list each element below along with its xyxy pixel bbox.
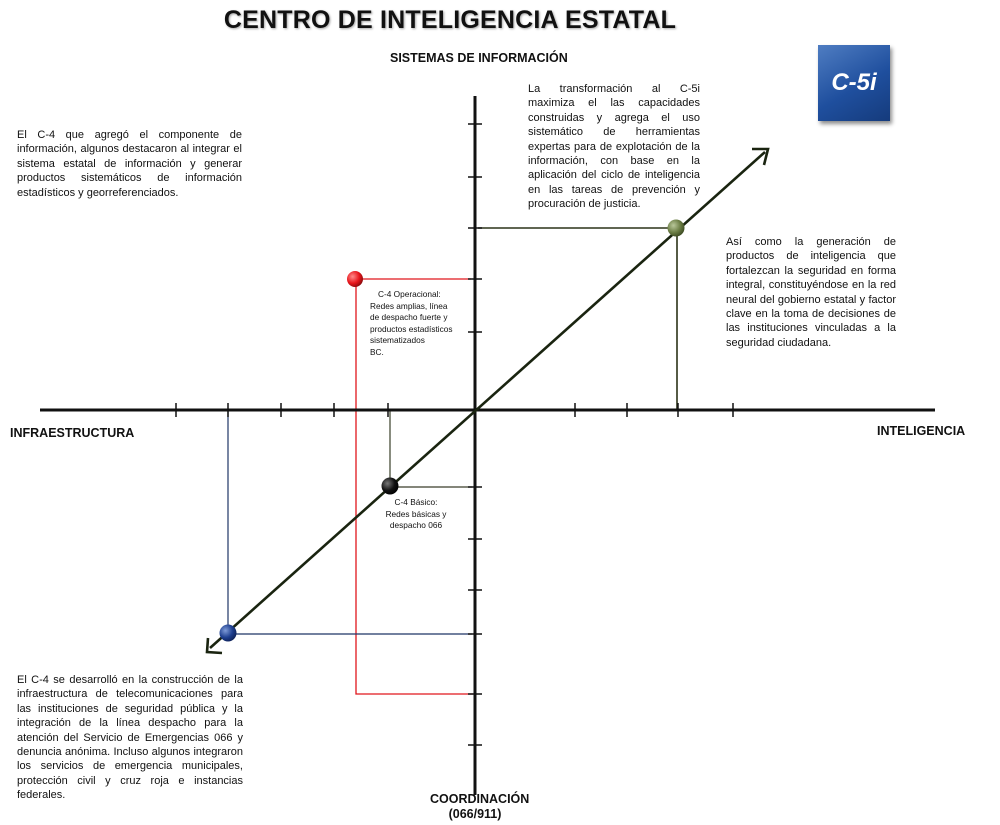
label-c4-basico: C-4 Básico: Redes básicas y despacho 066	[381, 497, 451, 532]
horizontal-axis-ticks	[175, 403, 734, 417]
c5i-badge-label: C-5i	[831, 69, 877, 96]
basico-line3: despacho 066	[389, 520, 443, 530]
operacional-line4: productos estadísticos	[370, 323, 453, 334]
point-c4-basico	[381, 477, 399, 495]
text-bottom-left: El C-4 se desarrolló en la construcción …	[17, 674, 243, 802]
axis-label-right: INTELIGENCIA	[877, 424, 966, 438]
axis-label-bottom: COORDINACIÓN (066/911)	[430, 792, 530, 822]
page-title: CENTRO DE INTELIGENCIA ESTATAL	[223, 6, 677, 34]
axis-label-top: SISTEMAS DE INFORMACIÓN	[390, 51, 568, 65]
axis-label-bottom-line2: (066/911)	[448, 807, 502, 821]
basico-line2: Redes básicas y	[385, 508, 447, 519]
operacional-line1: C-4 Operacional:	[378, 289, 441, 299]
guide-red-vertical	[355, 279, 473, 695]
operacional-line5: sistematizados	[370, 335, 425, 345]
text-top-right: La transformación al C-5i maximiza el la…	[528, 83, 700, 211]
vertical-axis-ticks	[468, 123, 482, 746]
operacional-line6: BC.	[370, 346, 384, 357]
operacional-line3: de despacho fuerte y	[370, 312, 448, 322]
operacional-line2: Redes amplias, línea	[370, 300, 448, 311]
text-top-left: El C-4 que agregó el componente de infor…	[17, 129, 242, 199]
basico-line1: C-4 Básico:	[394, 497, 438, 507]
point-c4-operacional	[347, 271, 363, 287]
text-right: Así como la generación de productos de i…	[726, 236, 896, 349]
point-c5i	[667, 219, 685, 237]
label-c4-operacional: C-4 Operacional: Redes amplias, línea de…	[370, 289, 475, 358]
arrowhead-top-right	[752, 147, 770, 166]
axis-label-bottom-line1: COORDINACIÓN	[430, 792, 530, 806]
axis-label-left: INFRAESTRUCTURA	[10, 426, 135, 440]
c5i-badge: C-5i	[818, 45, 890, 121]
point-infraestructura	[219, 624, 237, 642]
arrowhead-bottom-left	[205, 637, 223, 655]
